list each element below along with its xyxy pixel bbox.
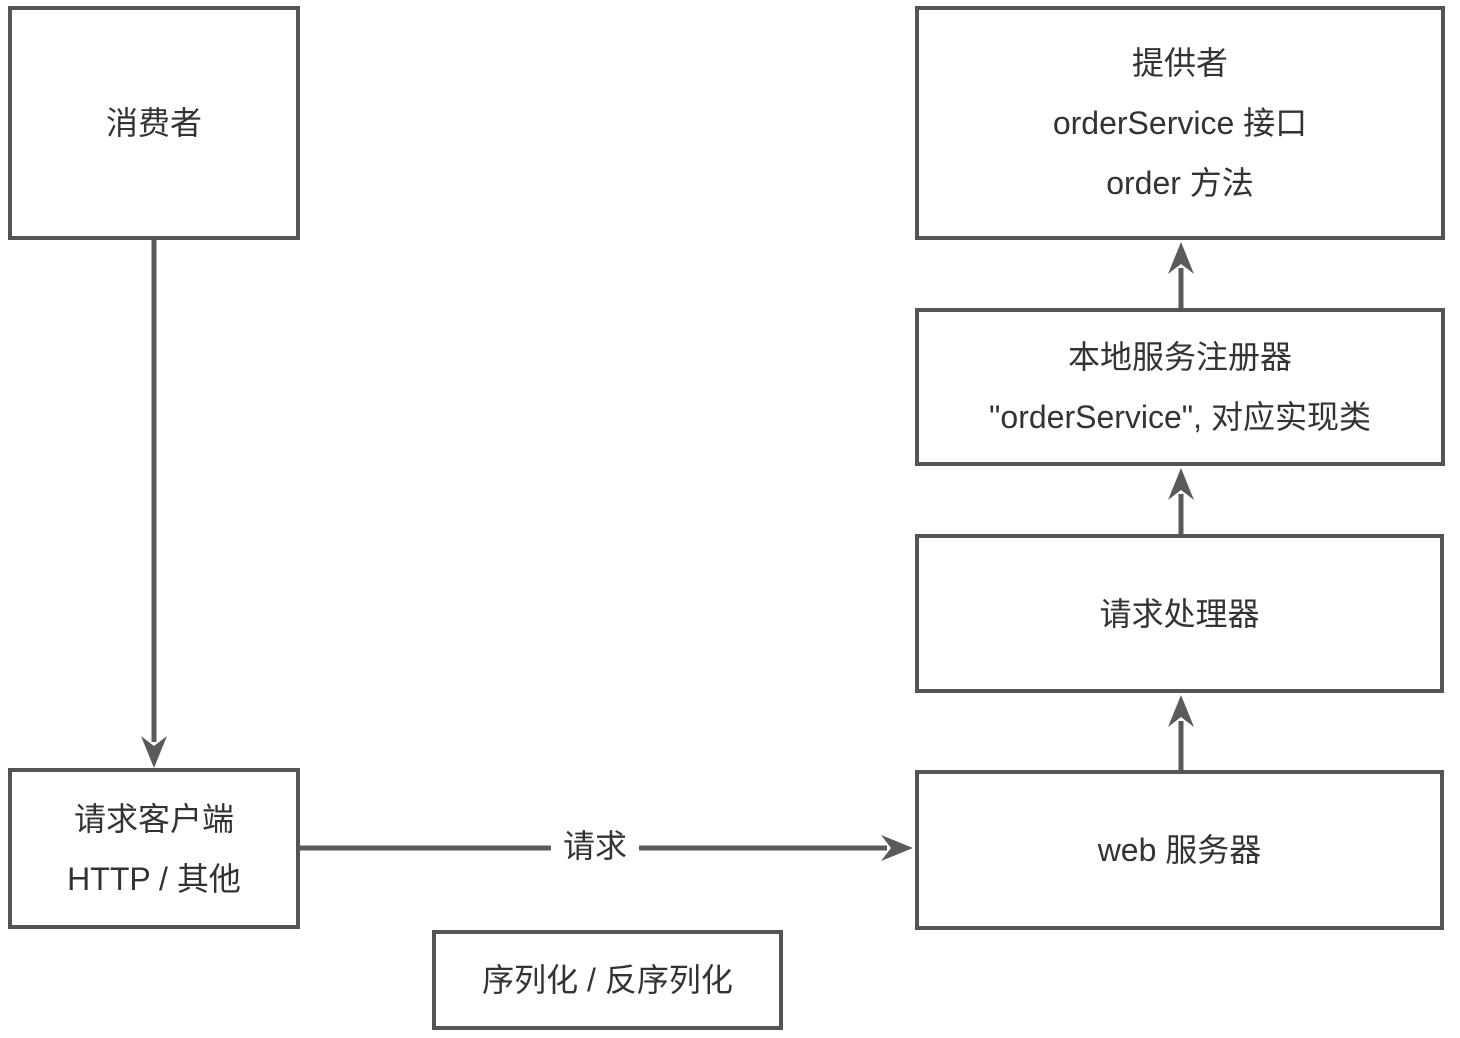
node-request-handler: 请求处理器 — [915, 534, 1444, 693]
node-request-client-label-line2: HTTP / 其他 — [67, 860, 241, 897]
node-local-registry: 本地服务注册器 "orderService", 对应实现类 — [915, 308, 1445, 466]
node-serialization: 序列化 / 反序列化 — [432, 930, 783, 1030]
node-provider-label-line1: 提供者 — [1131, 45, 1228, 81]
arrow-local-registry-to-provider — [1168, 242, 1194, 308]
node-provider-label-line3: order 方法 — [1106, 165, 1254, 201]
arrow-consumer-to-request-client — [141, 240, 167, 768]
node-request-client: 请求客户端 HTTP / 其他 — [8, 768, 300, 929]
arrow-request-handler-to-local-registry — [1168, 468, 1194, 534]
node-consumer: 消费者 — [8, 6, 300, 240]
node-provider-label-line2: orderService 接口 — [1052, 105, 1308, 141]
node-local-registry-label-line2: "orderService", 对应实现类 — [989, 399, 1371, 435]
arrow-web-server-to-request-handler — [1168, 695, 1194, 770]
node-request-client-label-line1: 请求客户端 — [73, 800, 234, 837]
node-web-server-label: web 服务器 — [1097, 832, 1262, 868]
node-serialization-label: 序列化 / 反序列化 — [482, 962, 733, 998]
node-local-registry-label-line1: 本地服务注册器 — [1067, 339, 1292, 375]
node-consumer-label: 消费者 — [105, 105, 202, 141]
node-request-handler-label: 请求处理器 — [1099, 595, 1260, 632]
node-provider: 提供者 orderService 接口 order 方法 — [915, 6, 1445, 240]
node-web-server: web 服务器 — [915, 770, 1444, 930]
edge-label-request: 请求 — [551, 822, 640, 870]
